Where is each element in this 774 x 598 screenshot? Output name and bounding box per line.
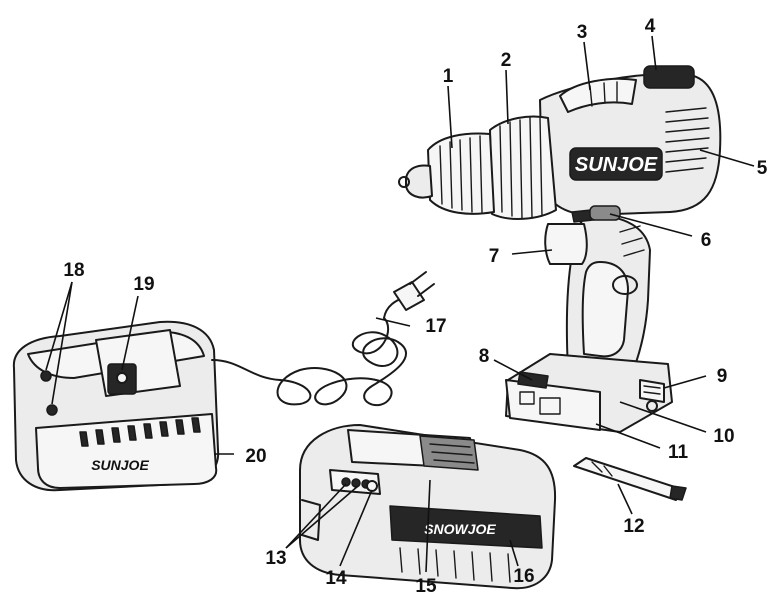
leader-15 — [425, 479, 431, 573]
battery-logo: SNOWJOE — [424, 521, 496, 537]
charger-led-top — [40, 370, 52, 382]
handle-grip-ring — [612, 275, 638, 295]
trigger — [544, 223, 588, 265]
leader-5 — [699, 149, 755, 167]
charger-logo: SUNJOE — [91, 457, 149, 473]
leader-12 — [617, 483, 633, 515]
drill-logo: SUNJOE — [575, 154, 658, 176]
callout-2: 2 — [501, 50, 512, 71]
handle-grip-insert — [581, 261, 629, 358]
leader-19 — [121, 295, 139, 371]
chuck-nose — [405, 164, 433, 199]
battery-body — [299, 424, 557, 590]
leader-lines — [45, 35, 755, 573]
callout-17: 17 — [425, 316, 446, 337]
callout-numbers: 1 2 3 4 5 6 7 8 9 10 11 12 13 14 15 16 1… — [63, 16, 767, 597]
leader-2 — [505, 69, 509, 125]
clutch-ribs — [499, 117, 543, 219]
callout-19: 19 — [133, 274, 154, 295]
leader-18a — [45, 281, 73, 371]
callout-15: 15 — [415, 576, 437, 597]
drill: SUNJOE — [398, 65, 722, 433]
leader-10 — [619, 401, 707, 433]
leader-18b — [51, 281, 73, 405]
leader-6 — [609, 213, 693, 237]
leader-9 — [663, 375, 707, 389]
charger-led-bottom — [46, 404, 58, 416]
screwdriver-bit — [573, 457, 687, 501]
plug-body — [393, 281, 425, 311]
leader-1 — [447, 85, 453, 149]
leader-8 — [493, 359, 533, 381]
torque-clutch — [489, 115, 557, 220]
charger-vents — [79, 417, 201, 447]
leader-17 — [375, 317, 411, 327]
callout-14: 14 — [325, 568, 347, 589]
callout-13: 13 — [265, 548, 286, 569]
callout-8: 8 — [479, 346, 490, 367]
callout-18: 18 — [63, 260, 84, 281]
callout-4: 4 — [645, 16, 656, 37]
leader-13b — [285, 485, 359, 549]
battery-ribs — [399, 547, 511, 583]
callout-7: 7 — [489, 246, 500, 267]
leader-3 — [583, 41, 591, 91]
callout-12: 12 — [623, 516, 644, 537]
callout-6: 6 — [701, 230, 712, 251]
callout-11: 11 — [668, 442, 689, 463]
callout-10: 10 — [713, 426, 734, 447]
charge-led-1 — [341, 477, 351, 487]
charge-button — [366, 480, 378, 492]
callout-1: 1 — [443, 66, 454, 87]
callout-3: 3 — [577, 22, 588, 43]
leader-4 — [651, 35, 657, 71]
callout-20: 20 — [245, 446, 266, 467]
housing-top-cap — [643, 65, 695, 89]
drill-logo-plate — [569, 147, 663, 181]
handle-ridges — [619, 225, 645, 257]
callout-16: 16 — [513, 566, 534, 587]
charger-front-panel — [35, 413, 218, 489]
leader-7 — [511, 249, 553, 255]
callout-9: 9 — [717, 366, 728, 387]
leader-13a — [285, 483, 347, 549]
charge-led-2 — [351, 478, 361, 488]
chuck-grips — [439, 135, 483, 213]
leader-16 — [509, 539, 519, 567]
leader-11 — [595, 423, 661, 449]
charger: SUNJOE — [12, 320, 220, 492]
callout-5: 5 — [757, 158, 768, 179]
power-cord — [211, 271, 435, 407]
battery-latch — [639, 379, 665, 403]
leader-14 — [339, 489, 373, 567]
vent-slots — [665, 107, 710, 173]
forward-reverse-button — [589, 205, 621, 221]
